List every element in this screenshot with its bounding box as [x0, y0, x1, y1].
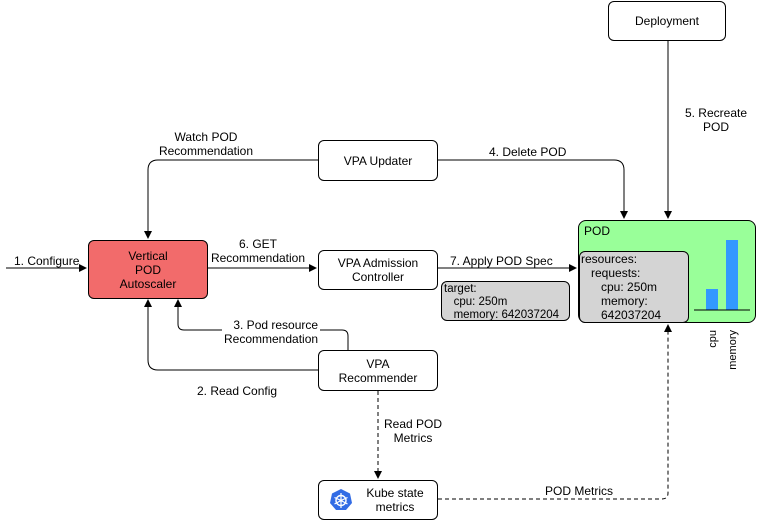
- label-recreate-line-1: 5. Recreate: [684, 106, 748, 120]
- vpa-label-line-3: Autoscaler: [119, 276, 177, 291]
- admission-label-line-1: VPA Admission: [337, 256, 419, 270]
- resources-line-1: resources:: [581, 252, 638, 266]
- bar-cpu: [706, 289, 718, 310]
- kube-label-line-2: metrics: [375, 500, 415, 514]
- resources-box: resources: requests: cpu: 250m memory: 6…: [579, 251, 689, 323]
- bar-memory: [726, 240, 738, 310]
- kube-state-metrics-node[interactable]: Kube state metrics: [318, 480, 438, 520]
- label-watch-pod: Watch POD Recommendation: [150, 130, 262, 158]
- edge-pod-metrics: [438, 324, 672, 500]
- deployment-node[interactable]: Deployment: [608, 1, 726, 41]
- pod-title: POD: [584, 224, 611, 238]
- label-delete-pod: 4. Delete POD: [487, 145, 569, 159]
- label-pod-resource-line-2: Recommendation: [222, 332, 321, 346]
- target-line-1: target:: [444, 283, 477, 295]
- resource-bar-chart: cpu memory: [694, 240, 750, 370]
- label-recreate-pod: 5. Recreate POD: [672, 106, 758, 134]
- vpa-updater-node[interactable]: VPA Updater: [318, 140, 438, 181]
- label-pod-resource-line-1: 3. Pod resource: [222, 318, 321, 332]
- resources-line-2: requests:: [581, 266, 641, 280]
- resources-line-4: memory:: [581, 294, 648, 308]
- resources-line-3: cpu: 250m: [581, 280, 658, 294]
- label-get-line-1: 6. GET: [238, 237, 277, 251]
- label-pod-resource: 3. Pod resource Recommendation: [222, 318, 321, 346]
- label-get-recommendation: 6. GET Recommendation: [208, 237, 308, 265]
- label-get-line-2: Recommendation: [210, 251, 306, 265]
- tick-label-cpu: cpu: [707, 330, 719, 348]
- label-read-pod-metrics: Read POD Metrics: [380, 417, 446, 445]
- kubernetes-icon: [330, 489, 352, 510]
- target-line-2: cpu: 250m: [444, 296, 508, 308]
- vpa-updater-label: VPA Updater: [343, 153, 413, 168]
- label-configure: 1. Configure: [14, 254, 80, 268]
- label-recreate-line-2: POD: [702, 120, 729, 134]
- vpa-label-line-2: POD: [134, 262, 161, 277]
- target-line-3: memory: 642037204: [444, 309, 560, 321]
- label-apply-pod-spec: 7. Apply POD Spec: [450, 254, 553, 268]
- admission-label-line-2: Controller: [351, 270, 404, 284]
- label-read-metrics-line-1: Read POD: [380, 417, 446, 431]
- label-watch-line-1: Watch POD: [174, 130, 238, 144]
- vertical-pod-autoscaler-node[interactable]: Vertical POD Autoscaler: [88, 240, 208, 299]
- label-pod-metrics: POD Metrics: [543, 484, 616, 498]
- resources-line-5: 642037204: [581, 308, 662, 322]
- recommender-label-line-2: Recommender: [338, 370, 418, 385]
- recommender-label-line-1: VPA: [366, 356, 390, 371]
- label-watch-line-2: Recommendation: [158, 144, 254, 158]
- label-read-config: 2. Read Config: [197, 384, 278, 398]
- edge-read-config: [144, 299, 318, 371]
- vpa-admission-controller-node[interactable]: VPA Admission Controller: [318, 250, 438, 290]
- target-box: target: cpu: 250m memory: 642037204: [441, 281, 570, 321]
- deployment-label: Deployment: [634, 14, 700, 28]
- edge-watch: [144, 159, 318, 239]
- kube-label-line-1: Kube state: [366, 486, 424, 500]
- vpa-label-line-1: Vertical: [128, 248, 168, 263]
- edge-delete: [438, 159, 628, 219]
- tick-label-memory: memory: [727, 330, 739, 370]
- vpa-recommender-node[interactable]: VPA Recommender: [318, 350, 438, 391]
- label-read-metrics-line-2: Metrics: [380, 431, 446, 445]
